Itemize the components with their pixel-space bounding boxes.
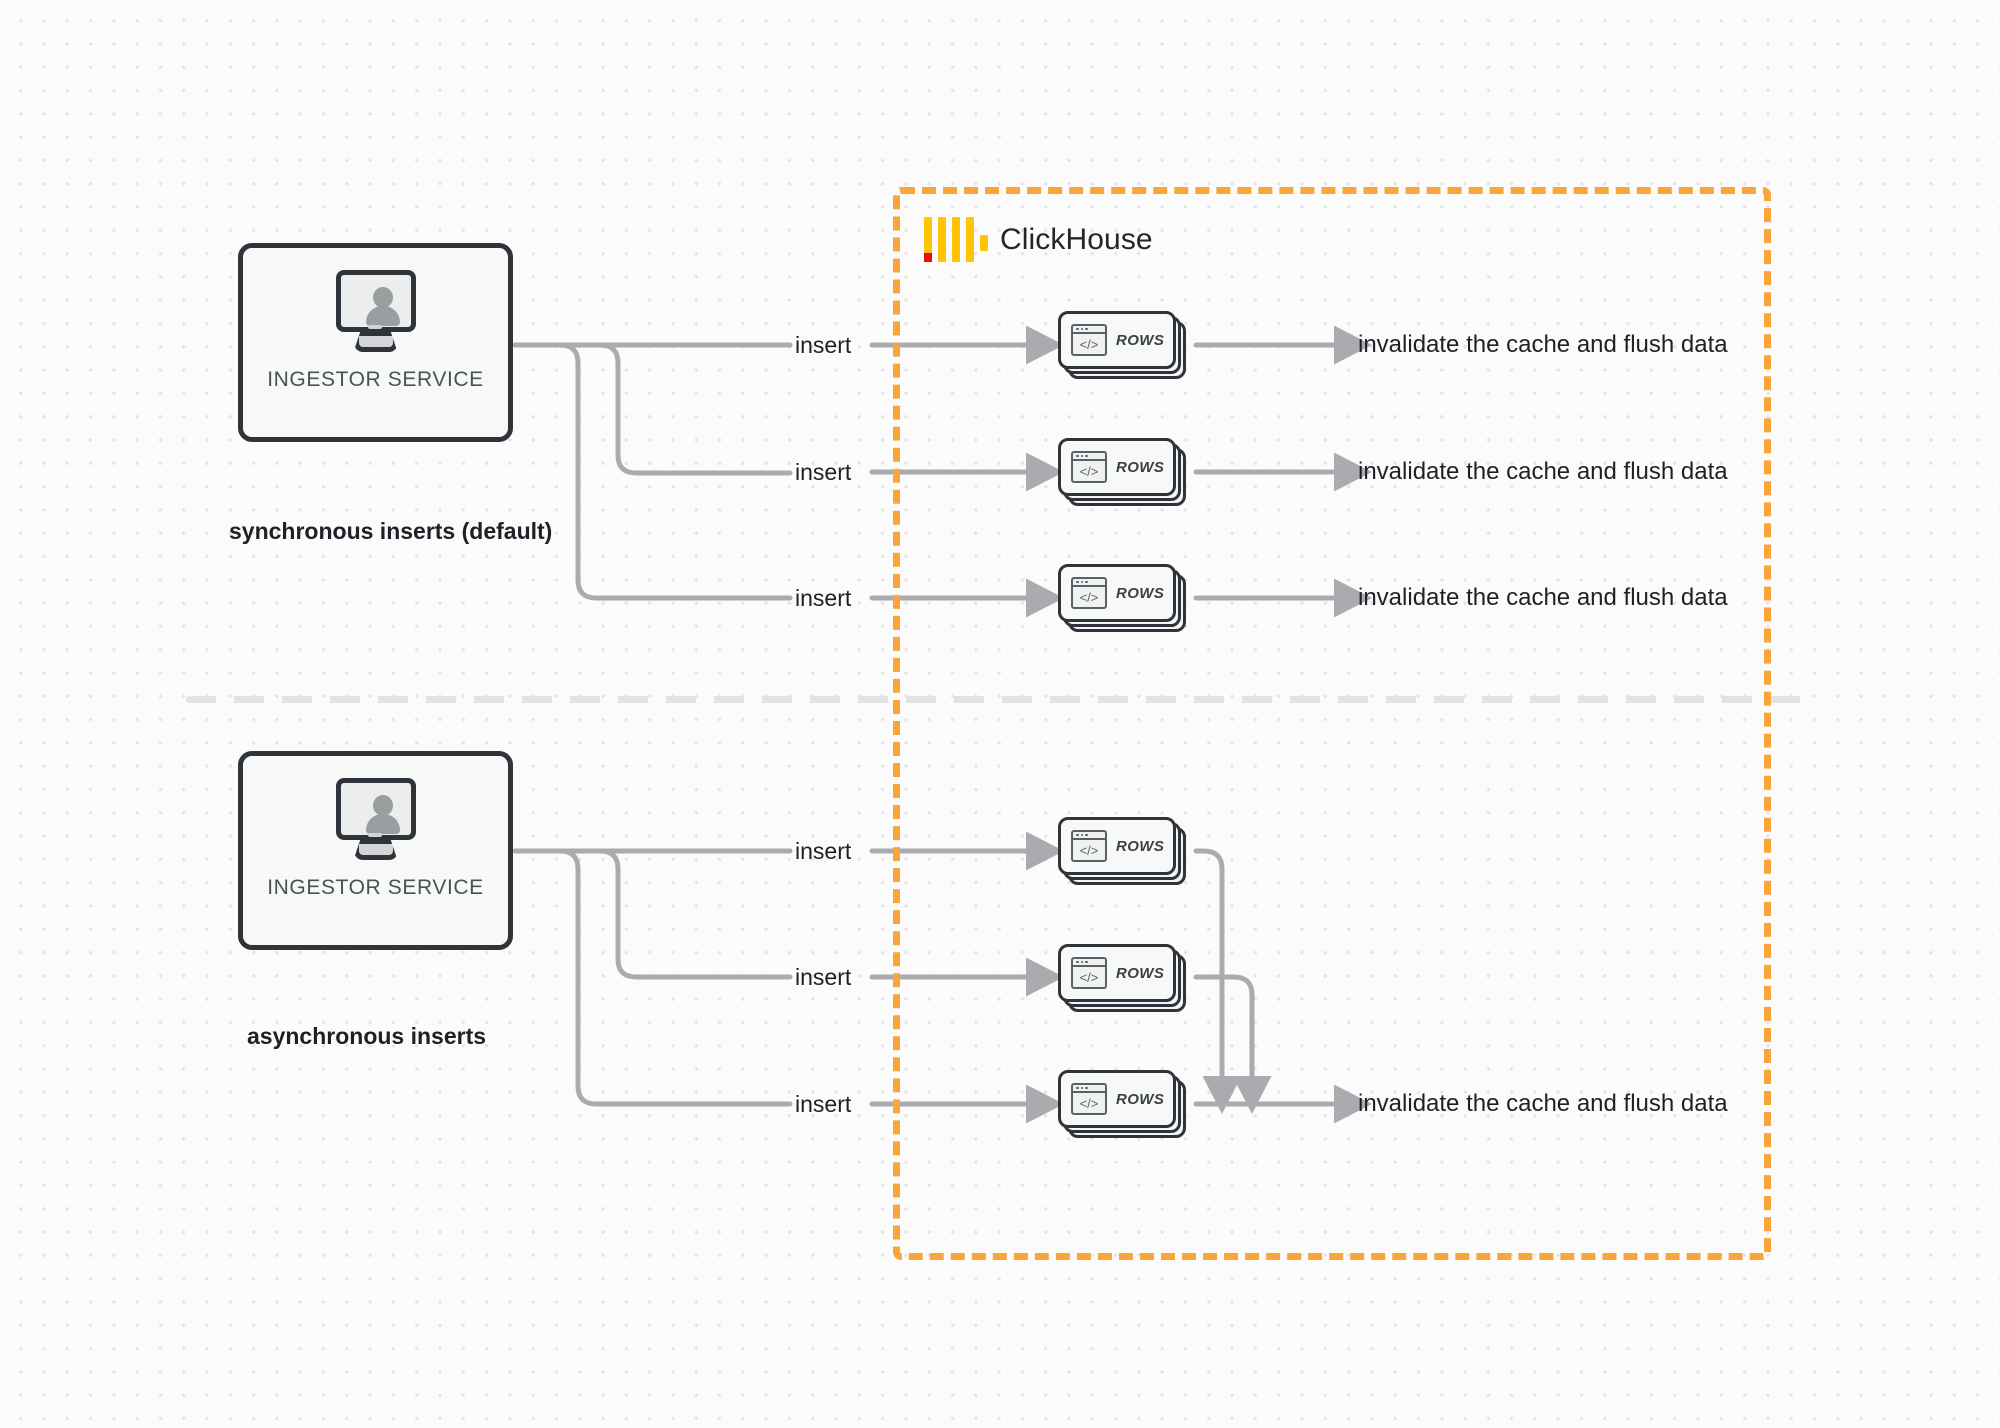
code-glyph: </> [1079, 463, 1099, 479]
code-window-titlebar [1073, 453, 1105, 461]
monitor-stand [353, 331, 398, 352]
ingestor-service-label: INGESTOR SERVICE [267, 876, 484, 899]
person-body [365, 306, 400, 326]
person-head [372, 287, 393, 308]
code-glyph: </> [1079, 969, 1099, 985]
code-glyph: </> [1079, 336, 1099, 352]
insert-label-sync-3: insert [795, 585, 852, 611]
code-window-icon: </> [1071, 1083, 1107, 1115]
monitor-screen [335, 778, 416, 840]
ingestor-service-box-async[interactable]: INGESTOR SERVICE [238, 751, 513, 950]
monitor-notch [367, 833, 382, 837]
logo-bar-3 [952, 217, 960, 262]
logo-bar-4 [966, 217, 974, 262]
code-window-icon: </> [1071, 324, 1107, 356]
rows-label: ROWS [1116, 964, 1165, 982]
rows-label: ROWS [1116, 331, 1165, 349]
clickhouse-brand: ClickHouse [924, 214, 1153, 266]
monitor-user-icon [330, 270, 422, 352]
logo-bar-small [980, 235, 988, 251]
outcome-label-sync-2: invalidate the cache and flush data [1358, 458, 1728, 485]
wire-async-branch-row2 [597, 848, 793, 980]
code-window-titlebar [1073, 959, 1105, 967]
code-glyph: </> [1079, 842, 1099, 858]
section-caption-sync: synchronous inserts (default) [229, 518, 553, 544]
clickhouse-wordmark: ClickHouse [1000, 223, 1153, 256]
code-window-icon: </> [1071, 451, 1107, 483]
monitor-user-icon [330, 778, 422, 860]
rows-card-sync-2[interactable]: </> ROWS [1058, 438, 1186, 506]
rows-card-async-1[interactable]: </> ROWS [1058, 817, 1186, 885]
ingestor-service-box-sync[interactable]: INGESTOR SERVICE [238, 243, 513, 442]
code-window-titlebar [1073, 832, 1105, 840]
outcome-label-sync-3: invalidate the cache and flush data [1358, 584, 1728, 611]
insert-label-sync-2: insert [795, 459, 852, 485]
monitor-stand [353, 839, 398, 860]
rows-card-front: </> ROWS [1058, 311, 1176, 369]
rows-card-front: </> ROWS [1058, 1070, 1176, 1128]
logo-bar-2 [938, 217, 946, 262]
rows-card-async-3[interactable]: </> ROWS [1058, 1070, 1186, 1138]
section-divider [186, 696, 1816, 703]
rows-label: ROWS [1116, 584, 1165, 602]
rows-card-front: </> ROWS [1058, 438, 1176, 496]
code-window-icon: </> [1071, 577, 1107, 609]
insert-label-sync-1: insert [795, 332, 852, 358]
person-head [372, 795, 393, 816]
code-window-titlebar [1073, 326, 1105, 334]
rows-card-sync-1[interactable]: </> ROWS [1058, 311, 1186, 379]
code-window-titlebar [1073, 579, 1105, 587]
wire-async-branch-row3 [557, 848, 793, 1107]
code-glyph: </> [1079, 589, 1099, 605]
logo-bar-1 [924, 217, 932, 262]
code-window-icon: </> [1071, 830, 1107, 862]
code-glyph: </> [1079, 1095, 1099, 1111]
clickhouse-logo-icon [924, 214, 988, 266]
insert-label-async-3: insert [795, 1091, 852, 1117]
monitor-screen [335, 270, 416, 332]
rows-card-front: </> ROWS [1058, 817, 1176, 875]
rows-card-front: </> ROWS [1058, 944, 1176, 1002]
outcome-label-async-merged: invalidate the cache and flush data [1358, 1090, 1728, 1117]
rows-label: ROWS [1116, 837, 1165, 855]
section-caption-async: asynchronous inserts [247, 1023, 487, 1049]
rows-card-sync-3[interactable]: </> ROWS [1058, 564, 1186, 632]
rows-card-front: </> ROWS [1058, 564, 1176, 622]
person-body [365, 814, 400, 834]
code-window-titlebar [1073, 1085, 1105, 1093]
logo-red-marker [924, 253, 932, 262]
ingestor-service-label: INGESTOR SERVICE [267, 368, 484, 391]
wire-async-merge-from-row2 [1193, 974, 1272, 1114]
monitor-notch [367, 325, 382, 329]
code-window-icon: </> [1071, 957, 1107, 989]
rows-label: ROWS [1116, 458, 1165, 476]
rows-label: ROWS [1116, 1090, 1165, 1108]
clickhouse-boundary-region [893, 187, 1771, 1260]
insert-label-async-1: insert [795, 838, 852, 864]
wire-async-merge-from-row1 [1193, 848, 1242, 1114]
outcome-label-sync-1: invalidate the cache and flush data [1358, 331, 1728, 358]
wire-sync-branch-row3 [557, 342, 793, 601]
rows-card-async-2[interactable]: </> ROWS [1058, 944, 1186, 1012]
insert-label-async-2: insert [795, 964, 852, 990]
wire-sync-branch-row2 [597, 342, 793, 476]
